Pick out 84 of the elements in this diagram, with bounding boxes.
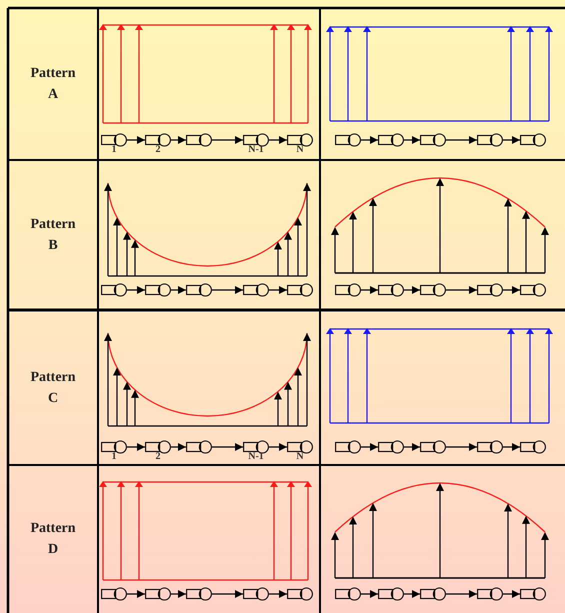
- chain-element: [378, 440, 404, 454]
- chain-element: [243, 587, 269, 601]
- chain-element: [520, 283, 546, 297]
- arrow: [446, 443, 477, 451]
- arrow: [446, 136, 477, 144]
- element-number: 1: [112, 452, 116, 462]
- chain-element: [335, 133, 361, 147]
- element-number: 2: [156, 452, 160, 462]
- arrow: [361, 590, 378, 598]
- arrow: [127, 136, 145, 144]
- arrow: [503, 286, 520, 294]
- row-label: Pattern C: [29, 368, 77, 408]
- arrow: [171, 136, 186, 144]
- chain-element: [477, 440, 503, 454]
- arrow: [171, 443, 186, 451]
- chain-element: [186, 133, 212, 147]
- chain-element: [287, 133, 313, 147]
- arrow: [127, 590, 145, 598]
- chain-element: [101, 587, 127, 601]
- arrow: [212, 443, 243, 451]
- chain-element: [145, 587, 171, 601]
- chain-element: [520, 587, 546, 601]
- element-number: 1: [112, 145, 116, 155]
- chain-element: [145, 283, 171, 297]
- arrow: [212, 590, 243, 598]
- chain-element: [335, 440, 361, 454]
- row-label: Pattern A: [29, 65, 77, 104]
- chain-element: [101, 283, 127, 297]
- arrow: [404, 286, 420, 294]
- chain-element: [243, 440, 269, 454]
- chain-element: [145, 133, 171, 147]
- arrow: [127, 443, 145, 451]
- chain-element: [420, 283, 446, 297]
- chain-element: [101, 440, 127, 454]
- arrow: [269, 590, 287, 598]
- arrow: [269, 286, 287, 294]
- chain-element: [243, 283, 269, 297]
- arrow: [361, 286, 378, 294]
- arrow: [127, 286, 145, 294]
- chain-element: [420, 440, 446, 454]
- element-number: 2: [156, 145, 160, 155]
- chain-element: [378, 283, 404, 297]
- arrow: [503, 136, 520, 144]
- arrow: [171, 590, 186, 598]
- chain-element: [378, 587, 404, 601]
- element-number: N-1: [248, 452, 264, 462]
- row-label: Pattern D: [29, 520, 77, 559]
- arrow: [212, 136, 243, 144]
- chain-element: [186, 440, 212, 454]
- chain-element: [420, 133, 446, 147]
- chain-element: [520, 440, 546, 454]
- row-label: Pattern B: [29, 216, 77, 255]
- chain-element: [335, 283, 361, 297]
- chain-element: [287, 283, 313, 297]
- chain-element: [243, 133, 269, 147]
- chain-element: [101, 133, 127, 147]
- element-number: N: [296, 452, 304, 462]
- arrow: [361, 443, 378, 451]
- chain-element: [186, 283, 212, 297]
- arrow: [404, 136, 420, 144]
- element-number: N-1: [248, 145, 264, 155]
- arrow: [446, 590, 477, 598]
- chain-element: [335, 587, 361, 601]
- arrow: [269, 443, 287, 451]
- chain-element: [287, 440, 313, 454]
- chain-element: [477, 587, 503, 601]
- arrow: [446, 286, 477, 294]
- chain-element: [477, 133, 503, 147]
- arrow: [503, 443, 520, 451]
- arrow: [212, 286, 243, 294]
- chain-element: [378, 133, 404, 147]
- chain-element: [287, 587, 313, 601]
- arrow: [503, 590, 520, 598]
- arrow: [269, 136, 287, 144]
- arrow: [404, 590, 420, 598]
- arrow: [361, 136, 378, 144]
- chain-element: [420, 587, 446, 601]
- arrow: [404, 443, 420, 451]
- chain-element: [186, 587, 212, 601]
- chain-element: [520, 133, 546, 147]
- arrow: [171, 286, 186, 294]
- chain-element: [145, 440, 171, 454]
- element-number: N: [296, 145, 304, 155]
- chain-element: [477, 283, 503, 297]
